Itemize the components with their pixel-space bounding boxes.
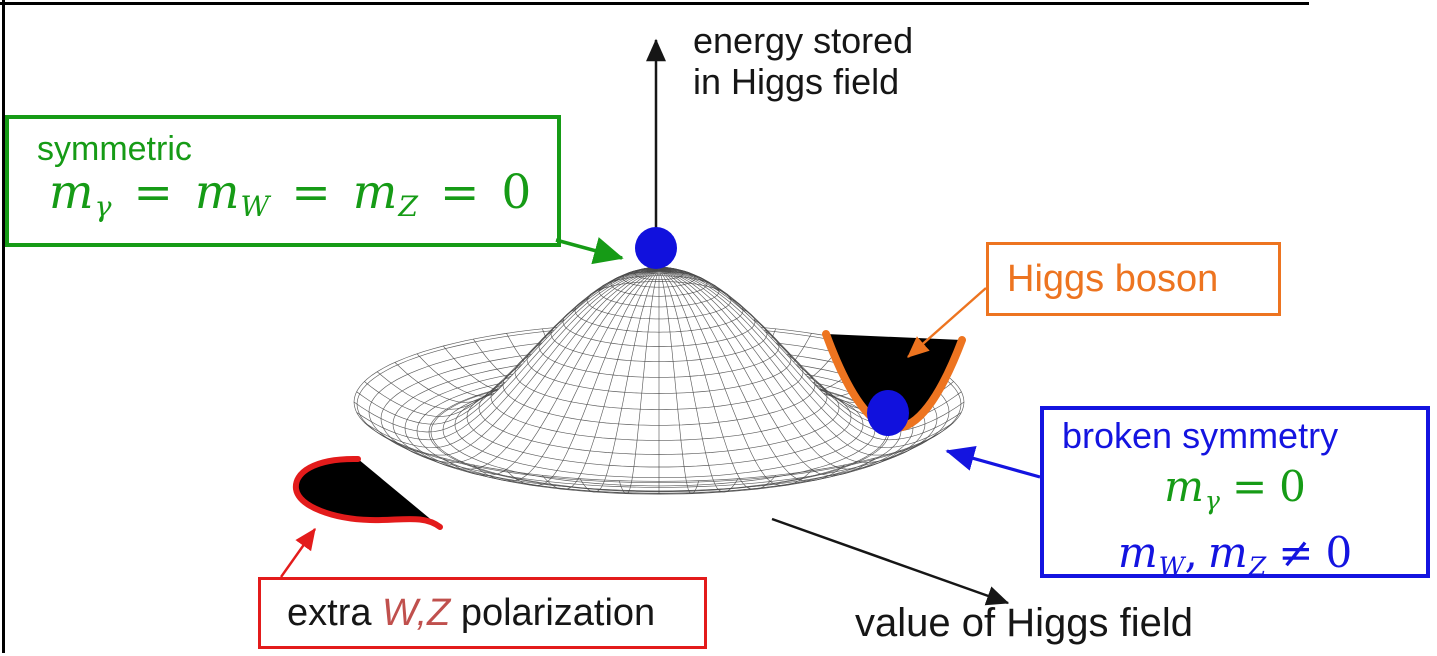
- broken-symmetry-callout-arrow: [945, 445, 1041, 479]
- math-zero-2: 0: [1279, 462, 1306, 511]
- math-m1: m: [49, 165, 94, 220]
- math-equals-1: =: [133, 165, 173, 220]
- value-axis-label: value of Higgs field: [855, 601, 1193, 645]
- math-equals-3: =: [439, 165, 480, 220]
- higgs-boson-callout-box: Higgs boson: [986, 242, 1281, 316]
- math-m-gamma: m: [1164, 462, 1204, 511]
- math-sub-w2: W: [1158, 552, 1185, 581]
- polarization-callout-box: extra W,Z polarization: [258, 577, 707, 649]
- symmetric-equation: mγ=mW=mZ=0: [37, 167, 557, 233]
- polarization-label-wz: W,Z: [382, 592, 451, 634]
- broken-symmetry-title: broken symmetry: [1062, 415, 1339, 456]
- energy-axis-label-line2: in Higgs field: [693, 61, 900, 102]
- symmetric-title: symmetric: [37, 130, 192, 168]
- symmetric-callout-box: symmetric mγ=mW=mZ=0: [5, 115, 561, 247]
- ball-at-symmetric-maximum: [635, 227, 677, 269]
- ball-in-broken-symmetry-valley: [867, 390, 909, 436]
- math-sub-gamma2: γ: [1204, 486, 1220, 515]
- broken-symmetry-callout-box: broken symmetry mγ=0 mW,mZ≠0: [1040, 406, 1430, 581]
- math-not-equals: ≠: [1278, 528, 1314, 577]
- math-sub-gamma: γ: [94, 190, 112, 224]
- energy-axis-label: energy stored in Higgs field: [693, 20, 913, 102]
- math-equals-2: =: [291, 165, 331, 220]
- math-equals-4: =: [1231, 462, 1268, 511]
- value-axis-arrow: [771, 517, 1010, 606]
- polarization-callout-arrow: [280, 528, 316, 578]
- math-sub-w: W: [240, 190, 270, 224]
- energy-axis-label-line1: energy stored: [693, 20, 914, 61]
- higgs-boson-label: Higgs boson: [1007, 258, 1219, 300]
- math-m2: m: [194, 165, 240, 220]
- math-m3: m: [352, 165, 398, 220]
- polarization-label-post: polarization: [450, 592, 656, 634]
- polarization-mode-curve: [292, 455, 443, 530]
- slide-frame-left-edge: [2, 0, 5, 653]
- math-m-z: m: [1207, 528, 1248, 577]
- wz-mass-equation: mW,mZ≠0: [1044, 528, 1426, 592]
- math-zero-3: 0: [1325, 528, 1353, 577]
- math-m-w: m: [1117, 528, 1158, 577]
- math-zero: 0: [501, 165, 532, 220]
- math-sub-z2: Z: [1248, 552, 1267, 581]
- polarization-label-pre: extra: [287, 592, 383, 634]
- symmetric-callout-arrow: [555, 237, 624, 265]
- slide-frame-top-edge: [0, 2, 1309, 5]
- math-comma: ,: [1184, 528, 1198, 577]
- higgs-boson-callout-arrow: [907, 287, 987, 358]
- math-sub-z: Z: [398, 190, 418, 224]
- photon-mass-equation: mγ =0: [1044, 462, 1426, 526]
